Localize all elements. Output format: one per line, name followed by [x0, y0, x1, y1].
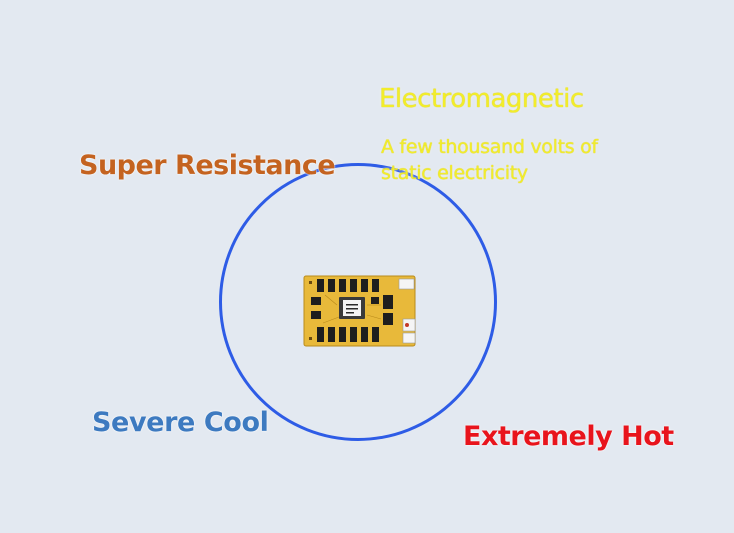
- severe-cool-label: Severe Cool: [92, 407, 269, 438]
- led-receiving-card-icon: [303, 275, 418, 347]
- super-resistance-label: Super Resistance: [79, 150, 336, 181]
- extremely-hot-label: Extremely Hot: [463, 421, 674, 452]
- protection-circle: [219, 163, 497, 441]
- static-electricity-line-1: A few thousand volts of: [381, 136, 598, 158]
- static-electricity-label: A few thousand volts of static electrici…: [381, 134, 598, 186]
- electromagnetic-label: Electromagnetic: [379, 84, 584, 114]
- static-electricity-line-2: static electricity: [381, 162, 528, 184]
